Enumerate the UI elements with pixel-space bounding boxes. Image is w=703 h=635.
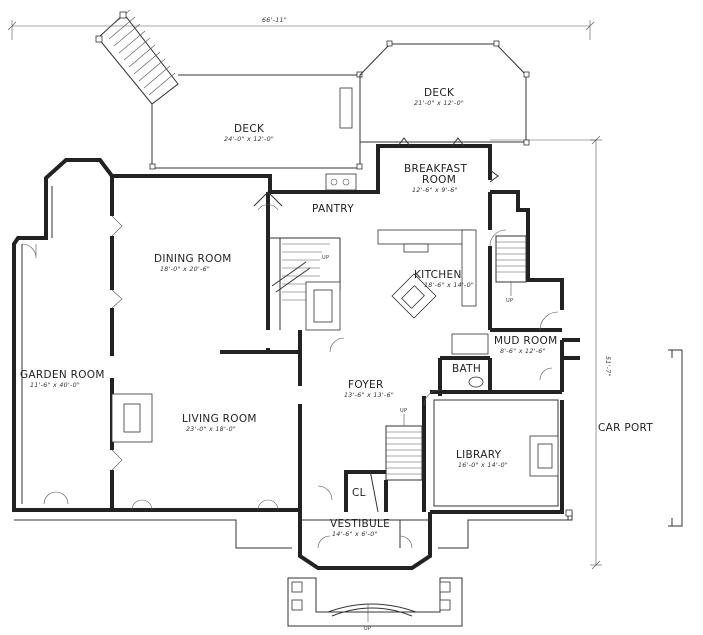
- living-room-label: LIVING ROOM: [182, 413, 257, 425]
- mud-room-walls: [430, 311, 580, 396]
- breakfast-label-line2: ROOM: [422, 174, 456, 186]
- deck-right: [359, 40, 530, 146]
- deck-right-size: 21'-0" x 12'-0": [414, 100, 464, 107]
- library-size: 16'-0" x 14'-0": [458, 462, 508, 469]
- vestibule-label: VESTIBULE: [330, 518, 390, 530]
- garden-divider-wall: [110, 176, 123, 510]
- pantry-stair-up-label: UP: [322, 255, 329, 261]
- kitchen-fixtures: [377, 229, 489, 355]
- foyer-stair: [384, 396, 426, 512]
- pantry-label: PANTRY: [312, 203, 354, 215]
- closet: [317, 469, 386, 513]
- foyer-stair-up-label: UP: [400, 408, 407, 414]
- back-stair: [495, 235, 527, 296]
- garden-room-size: 11'-6" x 40'-0": [30, 382, 80, 389]
- breakfast-walls: [397, 137, 507, 330]
- living-room-fixtures: [111, 352, 302, 520]
- deck-left-size: 24'-0" x 12'-0": [224, 136, 274, 143]
- overall-depth-label: 51'-7": [604, 356, 611, 377]
- dining-room-walls: [220, 191, 300, 354]
- overall-width-label: 66'-11": [262, 17, 287, 24]
- library-label: LIBRARY: [456, 449, 502, 461]
- vestibule-size: 14'-6" x 6'-0": [332, 531, 378, 538]
- closet-label: CL: [352, 487, 366, 499]
- dining-room-size: 18'-0" x 20'-6": [160, 266, 210, 273]
- rear-stair: [95, 9, 179, 105]
- front-porch: [14, 509, 573, 627]
- dining-room-label: DINING ROOM: [154, 253, 232, 265]
- mud-room-label: MUD ROOM: [494, 335, 557, 347]
- car-port-marks: [668, 349, 683, 527]
- mud-room-size: 8'-6" x 12'-6": [500, 348, 546, 355]
- foyer-size: 13'-6" x 13'-6": [344, 392, 394, 399]
- breakfast-size: 12'-6" x 9'-6": [412, 187, 458, 194]
- dimension-lines: [7, 20, 602, 570]
- vestibule: [298, 519, 432, 570]
- foyer-label: FOYER: [348, 379, 384, 391]
- deck-left-label: DECK: [234, 123, 265, 135]
- kitchen-size: 18'-6" x 14'-0": [424, 282, 474, 289]
- car-port-label: CAR PORT: [598, 422, 653, 434]
- deck-left: [149, 71, 363, 170]
- pantry-area: [268, 173, 357, 353]
- garden-room-walls: [21, 186, 69, 505]
- breakfast-label-line1: BREAKFAST: [404, 163, 468, 175]
- deck-right-label: DECK: [424, 87, 455, 99]
- library-walls: [423, 389, 559, 507]
- back-stair-up-label: UP: [506, 298, 513, 304]
- kitchen-label: KITCHEN: [414, 269, 462, 281]
- bath-label: BATH: [452, 363, 481, 375]
- front-porch-up-label: UP: [364, 626, 371, 632]
- living-room-size: 23'-0" x 18'-0": [186, 426, 236, 433]
- garden-room-label: GARDEN ROOM: [20, 369, 105, 381]
